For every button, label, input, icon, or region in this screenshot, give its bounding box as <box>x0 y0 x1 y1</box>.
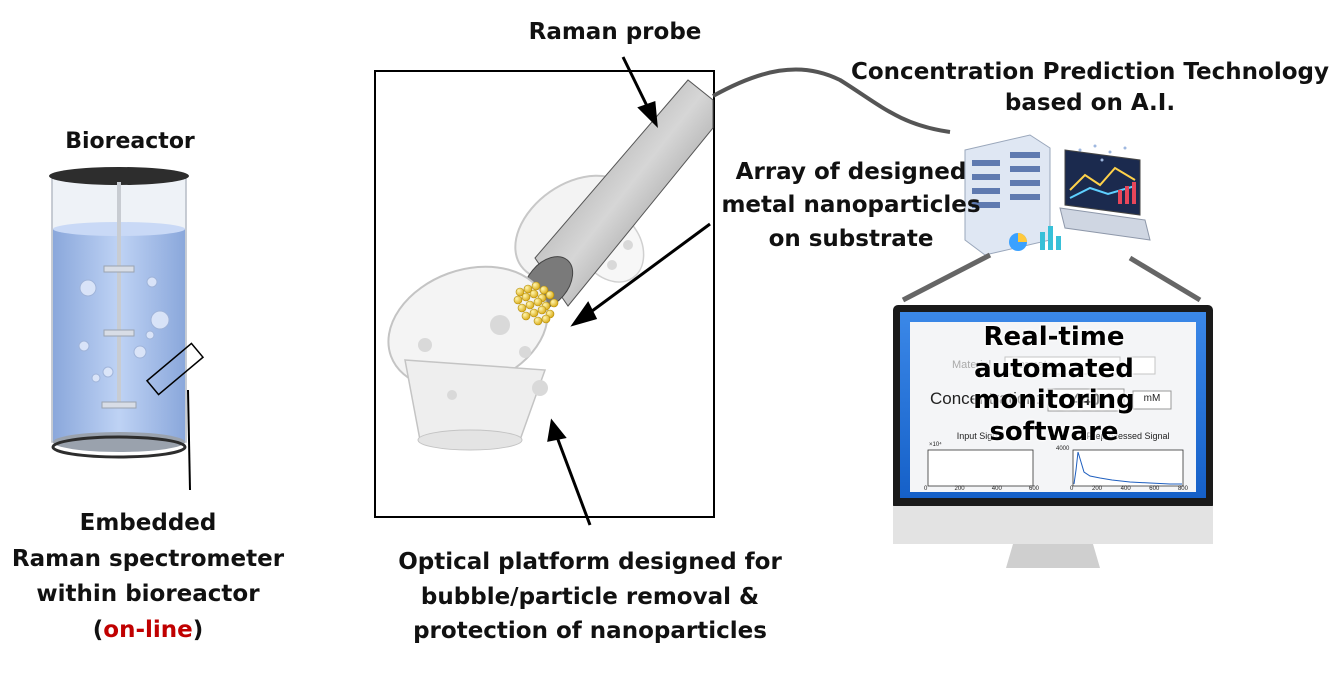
array-label-line3: on substrate <box>768 225 934 252</box>
preprocessed-xtick: 200 <box>1091 486 1102 492</box>
embedded-label-line2: Raman spectrometer <box>11 545 285 572</box>
ai-label-line1: Concentration Prediction Technology <box>851 59 1329 85</box>
online-word: on-line <box>103 616 193 643</box>
preprocessed-xtick: 400 <box>1120 486 1131 492</box>
material-label: Material <box>952 359 992 371</box>
monitor-illustration <box>893 305 1213 568</box>
monitoring-software-title: Real-time automated monitoring software <box>906 322 1202 449</box>
preprocessed-xtick: 800 <box>1177 486 1188 492</box>
input-signal-exponent: ×10⁴ <box>929 442 942 448</box>
online-label: (on-line) <box>0 613 296 649</box>
preprocessed-signal-title: Preprocessed Signal <box>1086 431 1170 441</box>
ai-label-line2: based on A.I. <box>1004 90 1176 117</box>
preprocessed-ytick: 4000 <box>1056 446 1070 452</box>
concentration-label: Concentration: <box>930 389 1041 408</box>
material-select[interactable]: Formate <box>1012 359 1053 371</box>
online-paren-close: ) <box>192 616 204 643</box>
probe-panel <box>374 56 951 526</box>
online-paren-open: ( <box>92 616 104 643</box>
embedded-label-line1: Embedded <box>79 510 217 536</box>
ai-technology-label: Concentration Prediction Technology base… <box>840 57 1335 119</box>
monitor-title-line1: Real-time automated <box>974 322 1134 384</box>
embedded-label-line3: within bioreactor <box>36 581 260 608</box>
concentration-unit: mM <box>1143 393 1161 404</box>
optical-label-line2: bubble/particle removal & <box>420 583 760 610</box>
concentration-value: 440 <box>1071 390 1101 409</box>
input-signal-xticks: 0 200 400 600 <box>924 486 1039 492</box>
bioreactor-illustration <box>49 167 205 491</box>
input-signal-title: Input Signal <box>956 431 1005 441</box>
preprocessed-xtick: 0 <box>1070 486 1074 492</box>
optical-label-line3: protection of nanoparticles <box>413 618 767 644</box>
nanoparticle-array-label: Array of designed metal nanoparticles on… <box>706 156 996 256</box>
bioreactor-label: Bioreactor <box>65 129 195 154</box>
input-xtick: 200 <box>954 486 965 492</box>
input-xtick: 0 <box>924 486 928 492</box>
monitor-title-line2: monitoring software <box>973 385 1135 448</box>
raman-probe-label: Raman probe <box>528 19 702 45</box>
ai-server-icon <box>964 134 1151 256</box>
optical-platform-label: Optical platform designed for bubble/par… <box>380 545 800 649</box>
input-xtick: 400 <box>991 486 1002 492</box>
optical-label-line1: Optical platform designed for <box>398 549 782 575</box>
connector-lines <box>901 252 1202 303</box>
input-xtick: 600 <box>1028 486 1039 492</box>
array-label-line1: Array of designed <box>735 159 967 185</box>
preprocessed-signal-xticks: 0 200 400 600 800 <box>1070 486 1188 492</box>
preprocessed-xtick: 600 <box>1149 486 1160 492</box>
embedded-spectrometer-label: Embedded Raman spectrometer within biore… <box>0 506 296 649</box>
nanoparticle-array <box>513 281 559 326</box>
array-label-line2: metal nanoparticles <box>721 192 981 219</box>
